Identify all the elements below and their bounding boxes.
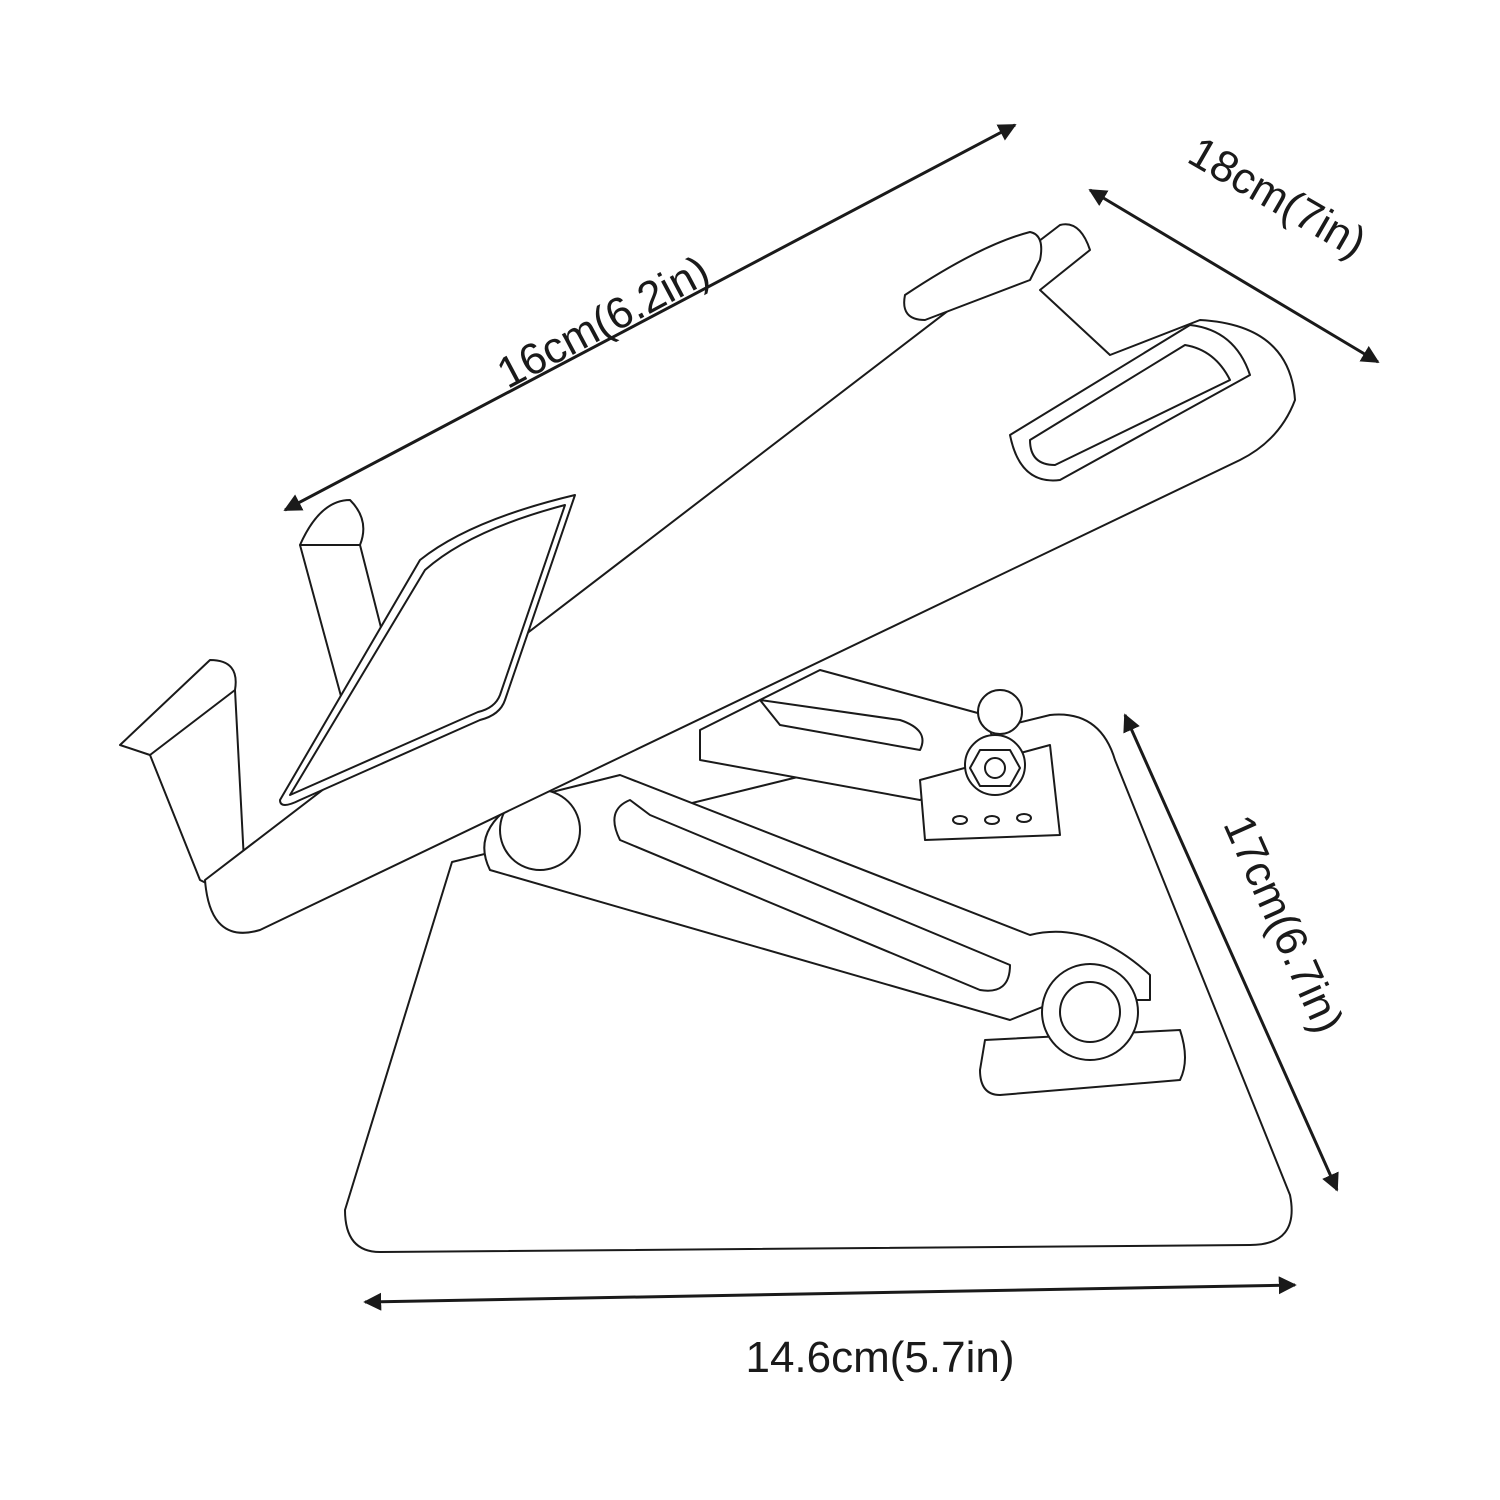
dimension-base-width: 14.6cm(5.7in): [363, 1276, 1297, 1382]
left-face-pad: [279, 494, 576, 806]
label-side-width: 18cm(7in): [1180, 127, 1374, 267]
top-tray: [204, 223, 1296, 934]
lower-arm-slot: [613, 799, 1011, 992]
top-hinge: [919, 689, 1061, 841]
label-top-length: 16cm(6.2in): [489, 246, 717, 398]
left-front-clip: [119, 659, 246, 891]
upper-arm-slot: [759, 699, 924, 751]
upper-arm: [699, 669, 1001, 801]
label-base-depth: 17cm(6.7in): [1214, 808, 1353, 1040]
label-base-width: 14.6cm(5.7in): [745, 1333, 1014, 1382]
lower-arm: [483, 774, 1151, 1021]
